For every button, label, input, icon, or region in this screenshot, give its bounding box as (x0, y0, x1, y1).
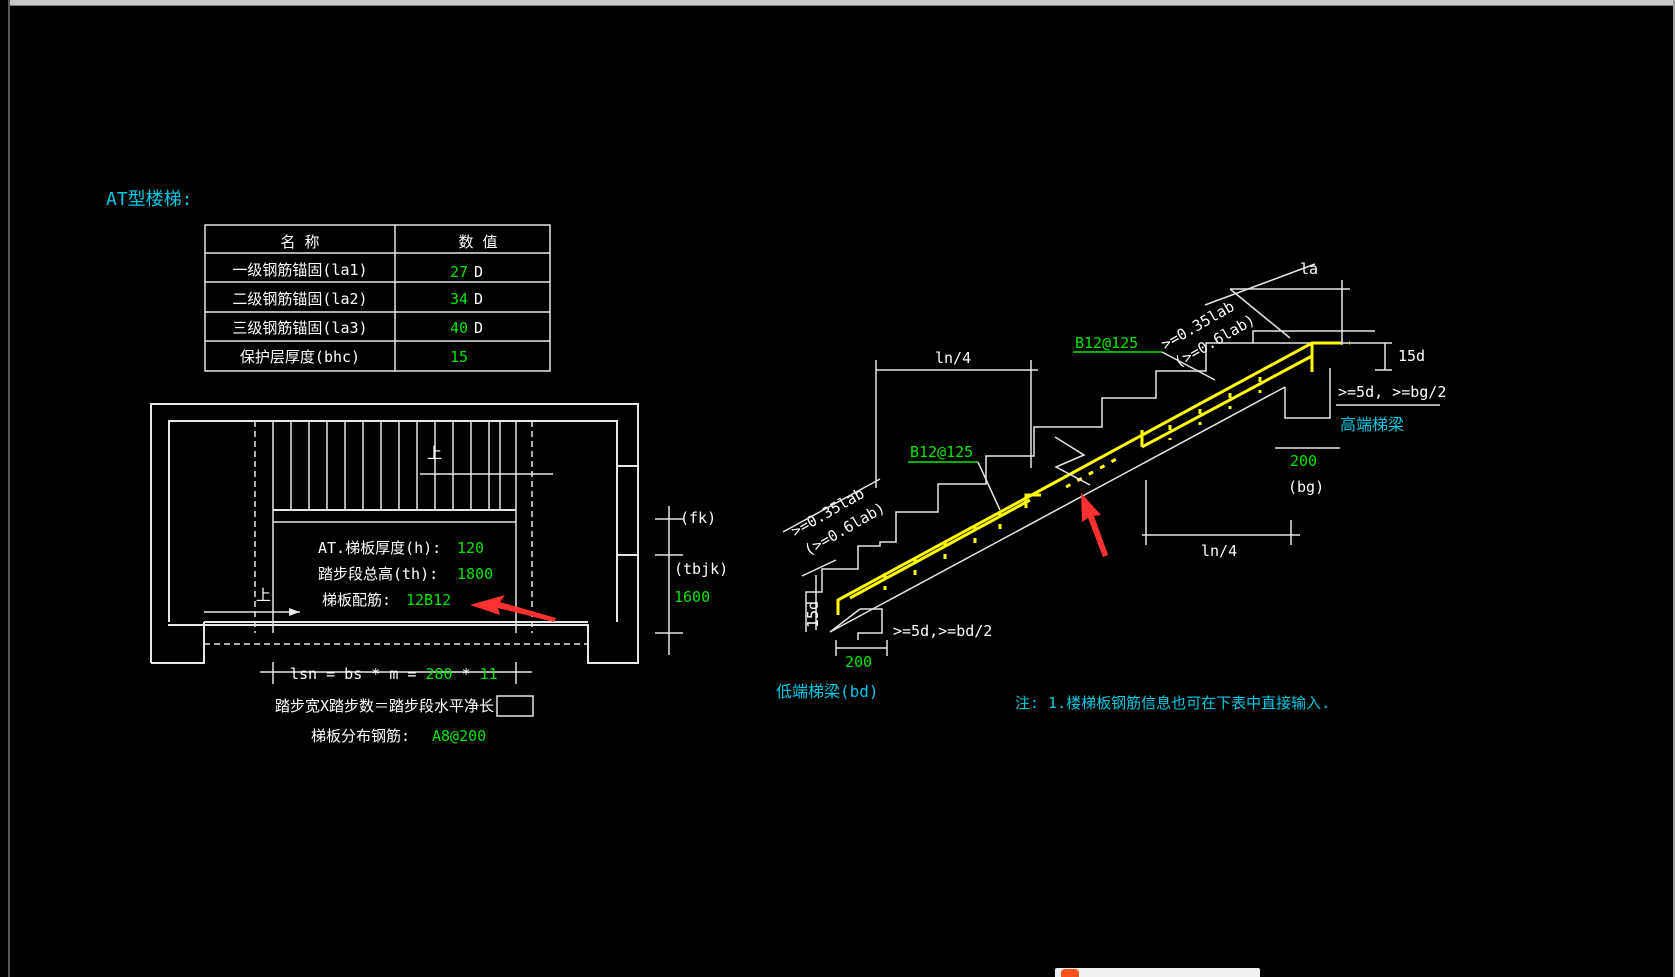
table-row-value[interactable]: 27 (450, 263, 468, 281)
stair-section-view: ln/4 ln/4 la >=0.35lab (>=0.6lab) >=0.35… (776, 260, 1446, 712)
fk-label: (fk) (680, 509, 716, 527)
taskbar-fragment (1055, 968, 1260, 977)
table-row-value[interactable]: 40 (450, 319, 468, 337)
table-header-name: 名 称 (280, 233, 319, 251)
ln4-top-label: ln/4 (935, 349, 971, 367)
low-beam-label: 低端梯梁(bd) (776, 682, 879, 701)
red-pointer-arrow (1081, 493, 1108, 557)
top-condition-label: >=5d, >=bg/2 (1338, 383, 1446, 401)
high-beam-width[interactable]: 200 (1290, 452, 1317, 470)
note-text: 注: 1.楼梯板钢筋信息也可在下表中直接输入. (1015, 694, 1330, 712)
table-row-unit: D (474, 319, 483, 337)
table-row-name: 一级钢筋锚固(la1) (232, 261, 367, 279)
table-row-unit: D (474, 263, 483, 281)
tbjk-value[interactable]: 1600 (674, 588, 710, 606)
rebar-value[interactable]: 12B12 (406, 591, 451, 609)
ln4-bottom-label: ln/4 (1201, 542, 1237, 560)
high-beam-label: 高端梯梁 (1340, 415, 1404, 434)
table-row-value[interactable]: 34 (450, 290, 468, 308)
d15-top-label: 15d (1398, 347, 1425, 365)
thickness-value[interactable]: 120 (457, 539, 484, 557)
table-row-name: 二级钢筋锚固(la2) (232, 290, 367, 308)
table-row-name: 保护层厚度(bhc) (240, 348, 360, 366)
distribution-value[interactable]: A8@200 (432, 727, 486, 745)
app-logo-icon (1061, 969, 1079, 977)
low-beam-width[interactable]: 200 (845, 653, 872, 671)
table-row-unit: D (474, 290, 483, 308)
low-condition-label: >=5d,>=bd/2 (893, 622, 992, 640)
formula-text: 踏步宽X踏步数＝踏步段水平净长 (275, 697, 494, 715)
thickness-label: AT.梯板厚度(h): (318, 539, 441, 557)
la-label: la (1300, 260, 1318, 278)
lsn-bs-value: 280 (425, 665, 452, 683)
distribution-label: 梯板分布钢筋: (311, 727, 410, 745)
lsn-m-value: 11 (480, 665, 498, 683)
rebar-top-label[interactable]: B12@125 (1075, 334, 1138, 352)
height-value[interactable]: 1800 (457, 565, 493, 583)
lsn-formula: lsn = bs * m = 280 * 11 (290, 665, 498, 683)
height-label: 踏步段总高(th): (318, 565, 438, 583)
red-pointer-arrow (470, 595, 556, 622)
rebar-label: 梯板配筋: (322, 591, 391, 609)
stair-plan-view: 上 上 AT.梯板厚度(h): 120 踏步段总高(th): 1800 梯板配筋… (150, 403, 728, 745)
parameter-table: 名 称 数 值 一级钢筋锚固(la1) 27 D 二级钢筋锚固(la2) 34 … (204, 224, 551, 372)
table-header-value: 数 值 (458, 233, 497, 251)
d15-low-label: 15d (804, 601, 822, 628)
plan-up-label: 上 (427, 444, 442, 462)
plan-up-label: 上 (256, 586, 271, 604)
rebar-mid-label[interactable]: B12@125 (910, 443, 973, 461)
window-right-border (1673, 0, 1675, 977)
window-top-border (0, 0, 1675, 6)
tbjk-label: (tbjk) (674, 560, 728, 578)
table-row-value[interactable]: 15 (450, 348, 468, 366)
stair-type-title: AT型楼梯: (106, 189, 193, 210)
window-left-border (0, 0, 10, 977)
bg-label: (bg) (1288, 478, 1324, 496)
table-row-name: 三级钢筋锚固(la3) (232, 319, 367, 337)
